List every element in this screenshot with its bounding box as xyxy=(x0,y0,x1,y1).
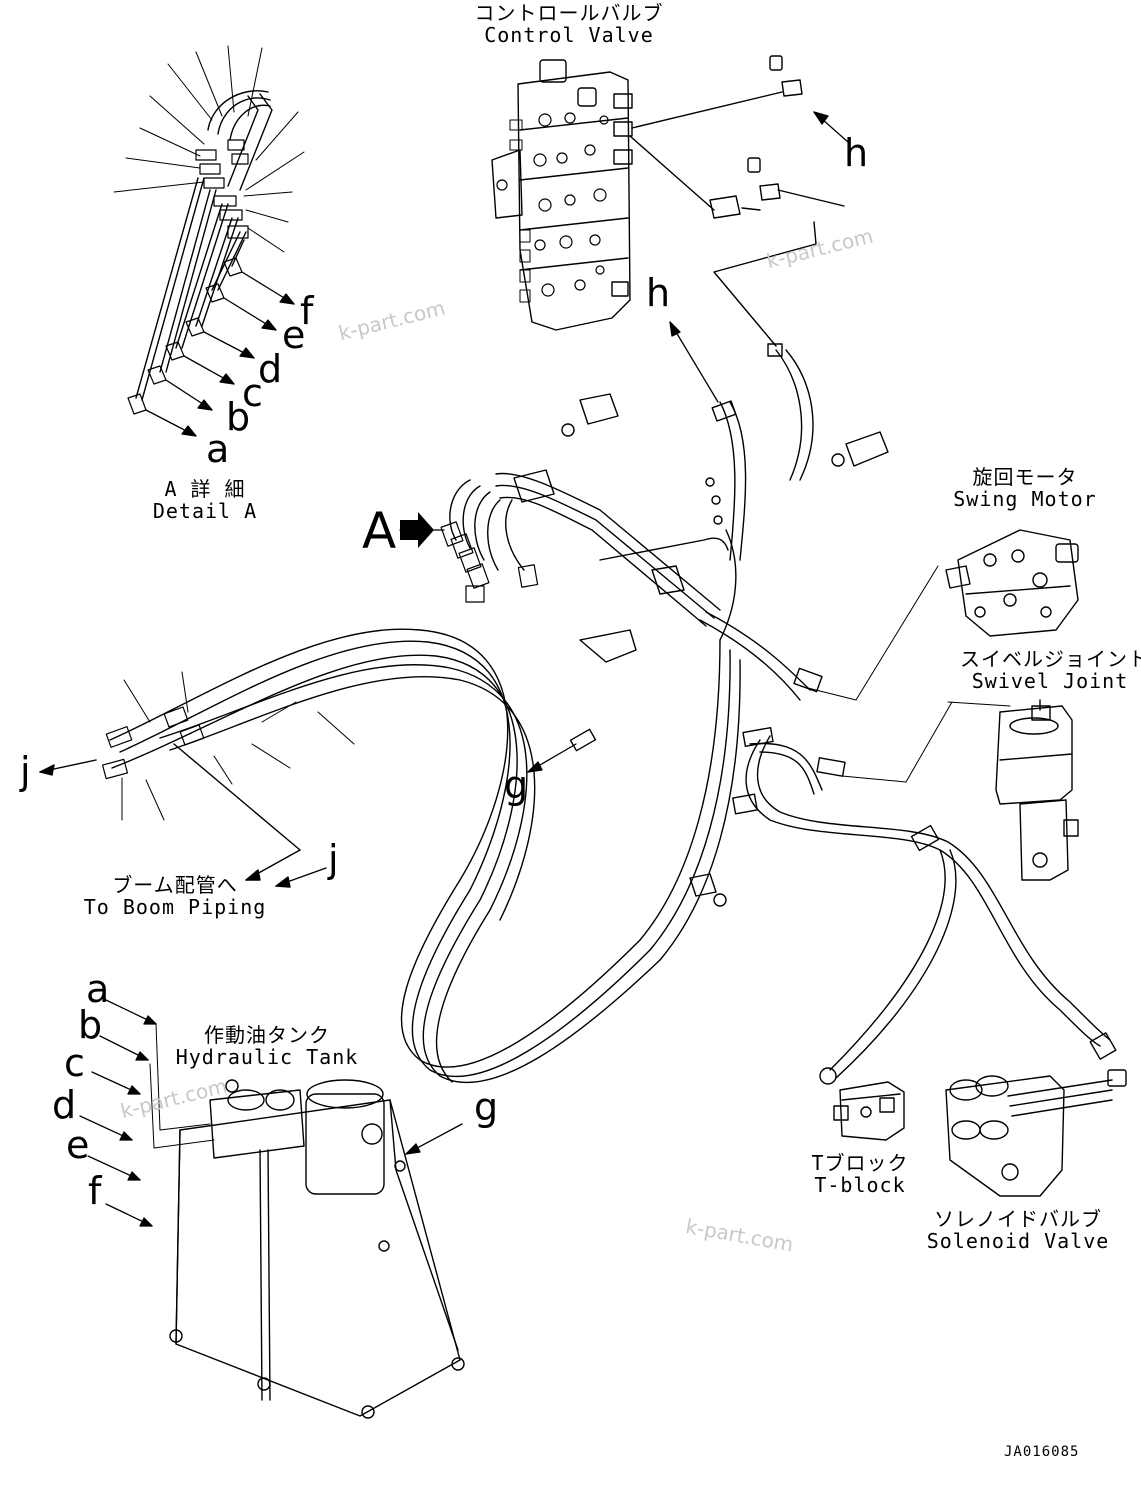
hydraulic-tank-label-en: Hydraulic Tank xyxy=(175,1045,359,1069)
detail-a-label-en: Detail A xyxy=(152,499,258,523)
swing-motor-label-jp: 旋回モータ xyxy=(972,465,1078,489)
callout-b-tank: b xyxy=(78,1003,103,1047)
callout-h-top: h xyxy=(844,131,869,175)
callout-e-detail: e xyxy=(282,313,306,357)
detail-a-label: A 詳 細 Detail A xyxy=(140,478,270,522)
callout-g-center: g xyxy=(504,763,529,807)
swing-motor-label-en: Swing Motor xyxy=(953,487,1097,511)
callout-h-mid: h xyxy=(646,271,671,315)
callout-c-tank: c xyxy=(64,1041,85,1085)
callout-d-tank: d xyxy=(52,1083,77,1127)
callout-d-detail: d xyxy=(258,347,283,391)
solenoid-valve-part xyxy=(945,1069,1127,1197)
control-valve-fittings xyxy=(629,55,845,347)
callout-j-left: j xyxy=(20,749,31,793)
callout-b-detail: b xyxy=(226,395,251,439)
swivel-joint-label: スイベルジョイント Swivel Joint xyxy=(960,647,1141,693)
solenoid-valve-label-jp: ソレノイドバルブ xyxy=(934,1207,1102,1231)
tank-leader-lines xyxy=(79,999,463,1227)
swing-motor-part xyxy=(945,529,1079,637)
control-valve-label-en: Control Valve xyxy=(484,23,654,47)
callout-g-tank: g xyxy=(474,1085,499,1129)
boom-hose-loops xyxy=(39,628,741,1084)
hydraulic-tank-part xyxy=(169,1079,465,1419)
drawing-code: JA016085 xyxy=(1004,1444,1080,1460)
hydraulic-tank-label: 作動油タンク Hydraulic Tank xyxy=(172,1024,362,1068)
t-block-label-en: T-block xyxy=(814,1173,906,1197)
t-block-label-jp: Tブロック xyxy=(811,1151,909,1175)
swivel-joint-part xyxy=(947,699,1079,881)
right-hoses xyxy=(732,565,1117,1085)
swing-motor-label: 旋回モータ Swing Motor xyxy=(940,466,1110,510)
to-boom-piping-label: ブーム配管へ To Boom Piping xyxy=(80,874,270,918)
callout-f-detail: f xyxy=(300,289,314,333)
to-boom-piping-label-jp: ブーム配管へ xyxy=(112,873,238,897)
to-boom-piping-label-en: To Boom Piping xyxy=(83,895,267,919)
solenoid-valve-label-en: Solenoid Valve xyxy=(926,1229,1110,1253)
t-block-label: Tブロック T-block xyxy=(800,1152,920,1196)
control-valve-part xyxy=(491,59,633,331)
callout-arrows xyxy=(399,111,849,773)
callout-f-tank: f xyxy=(88,1169,102,1213)
callout-a-tank: a xyxy=(86,967,110,1011)
callout-e-tank: e xyxy=(66,1123,90,1167)
control-valve-label: コントロールバルブ Control Valve xyxy=(474,2,664,46)
detail-a-label-jp: A 詳 細 xyxy=(164,477,246,501)
callout-j-bottom: j xyxy=(328,837,339,881)
bolts-washers xyxy=(561,393,889,907)
hose-bundle xyxy=(440,343,823,701)
control-valve-label-jp: コントロールバルブ xyxy=(474,1,664,25)
solenoid-valve-label: ソレノイドバルブ Solenoid Valve xyxy=(918,1208,1118,1252)
detail-a-view xyxy=(113,45,305,437)
callout-a-detail: a xyxy=(206,427,230,471)
swivel-joint-label-en: Swivel Joint xyxy=(971,669,1129,693)
callout-c-detail: c xyxy=(242,371,263,415)
view-a-marker: A xyxy=(362,502,397,560)
t-block-part xyxy=(833,1081,905,1141)
hydraulic-tank-label-jp: 作動油タンク xyxy=(204,1023,330,1047)
swivel-joint-label-jp: スイベルジョイント xyxy=(960,647,1141,671)
